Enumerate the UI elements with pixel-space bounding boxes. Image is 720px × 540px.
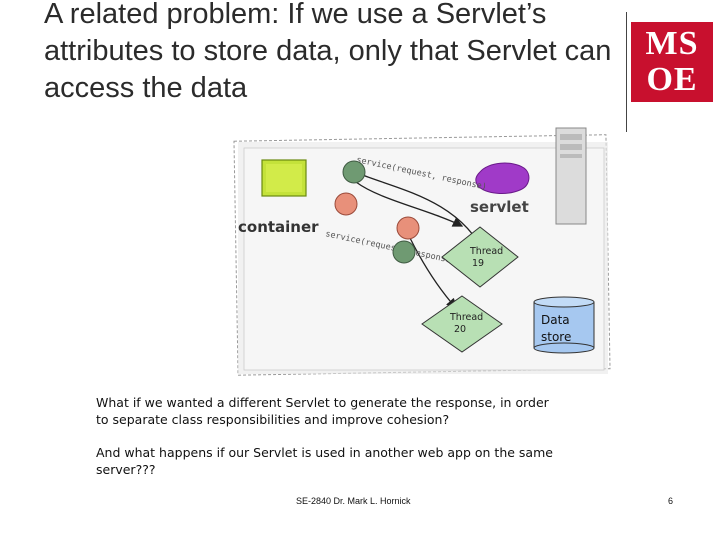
request-circle-2 (392, 240, 416, 264)
question-another-web-app: And what happens if our Servlet is used … (96, 445, 553, 477)
thread-19-label-line1: Thread (469, 246, 503, 257)
data-store-label-line2: store (541, 330, 571, 344)
page-number: 6 (668, 496, 674, 506)
container-label: container (238, 218, 319, 236)
question-separate-servlet: What if we wanted a different Servlet to… (96, 395, 549, 427)
arrow-to-thread-20 (409, 237, 457, 309)
msoe-logo: MS OE (631, 22, 713, 102)
thread-20-node: Thread 20 (421, 295, 503, 353)
servlet-blob-icon (475, 162, 530, 194)
slide-title: A related problem: If we use a Servlet’s… (44, 0, 612, 104)
logo-line-2: OE (646, 61, 698, 98)
thread-20-label-line1: Thread (449, 312, 483, 323)
thread-19-label-line2: 19 (472, 258, 484, 269)
logo-line-1: MS (645, 25, 699, 62)
response-circle-2 (396, 216, 420, 240)
thread-20-label-line2: 20 (454, 324, 466, 335)
container-box-icon (261, 159, 307, 197)
request-circle-1 (342, 160, 366, 184)
title-divider (626, 12, 627, 132)
response-circle-1 (334, 192, 358, 216)
request-arrow-1 (355, 181, 464, 227)
server-tower-icon (555, 127, 587, 225)
thread-19-node: Thread 19 (441, 226, 519, 288)
data-store-cylinder: Data store (533, 296, 595, 354)
data-store-label-line1: Data (541, 313, 570, 327)
slide-footer: SE-2840 Dr. Mark L. Hornick (296, 496, 411, 506)
servlet-label: servlet (470, 198, 529, 216)
